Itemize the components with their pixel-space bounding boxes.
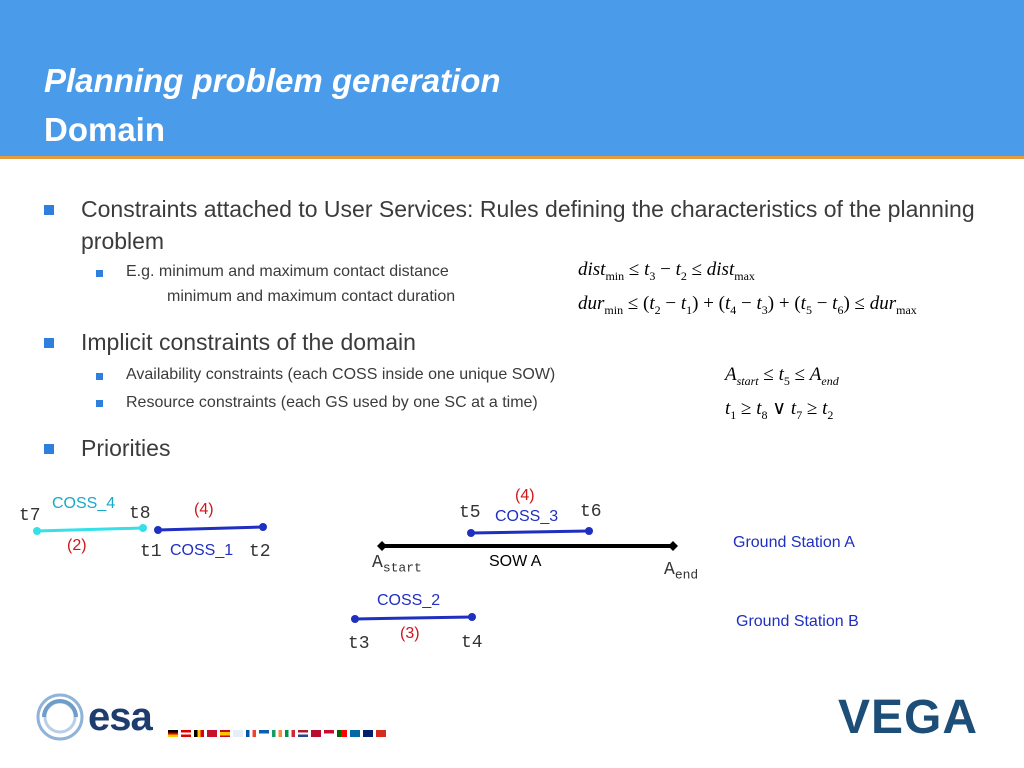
t7-label: t7 <box>19 506 41 526</box>
coss3-line <box>470 529 590 535</box>
coss2-start-point <box>351 615 359 623</box>
title-divider <box>0 156 1024 159</box>
sow-a-label: SOW A <box>489 553 542 570</box>
sub-bullet-resource: Resource constraints (each GS used by on… <box>126 394 538 411</box>
sub-bullet-marker <box>96 373 103 380</box>
coss4-start-point <box>33 527 41 535</box>
sub-bullet-availability: Availability constraints (each COSS insi… <box>126 366 556 383</box>
sub-bullet-contact-distance: E.g. minimum and maximum contact distanc… <box>126 263 449 280</box>
ground-station-a-label: Ground Station A <box>733 534 855 551</box>
priority-3: (3) <box>400 625 420 642</box>
coss4-label: COSS_4 <box>52 495 116 512</box>
coss1-label: COSS_1 <box>170 542 234 559</box>
a-start-label: Astart <box>372 553 422 576</box>
t4-label: t4 <box>461 633 483 653</box>
bullet-marker <box>44 205 54 215</box>
coss2-end-point <box>468 613 476 621</box>
coss1-start-point <box>154 526 162 534</box>
slide-title: Planning problem generation <box>44 62 501 99</box>
t2-label: t2 <box>249 542 271 562</box>
slide-subtitle: Domain <box>44 111 166 148</box>
esa-logo-icon <box>36 693 84 741</box>
priority-2: (2) <box>67 537 87 554</box>
coss1-end-point <box>259 523 267 531</box>
a-end-label: Aend <box>664 560 699 583</box>
title-banner <box>0 0 1024 158</box>
t6-label: t6 <box>580 502 602 522</box>
bullet-marker <box>44 338 54 348</box>
t1-label: t1 <box>140 542 162 562</box>
t3-label: t3 <box>348 634 370 654</box>
esa-wordmark: esa <box>88 695 153 739</box>
priority-4-right: (4) <box>515 487 535 504</box>
coss3-end-point <box>585 527 593 535</box>
formula-resource: t1 ≥ t8 ∨ t7 ≥ t2 <box>725 398 834 422</box>
priority-4-left: (4) <box>194 501 214 518</box>
coss3-label: COSS_3 <box>495 508 559 525</box>
coss3-start-point <box>467 529 475 537</box>
formula-duration: durmin ≤ (t2 − t1) + (t4 − t3) + (t5 − t… <box>578 293 917 317</box>
bullet-constraints-user-services: Constraints attached to User Services: R… <box>81 196 975 254</box>
coss4-end-point <box>139 524 147 532</box>
sub-bullet-marker <box>96 400 103 407</box>
formula-availability: Astart ≤ t5 ≤ Aend <box>725 364 839 388</box>
coss2-label: COSS_2 <box>377 592 441 609</box>
bullet-marker <box>44 444 54 454</box>
sow-a-start-marker <box>377 541 387 551</box>
coss2-line <box>354 615 473 621</box>
bullet-implicit-constraints: Implicit constraints of the domain <box>81 329 416 355</box>
t5-label: t5 <box>459 503 481 523</box>
sow-a-end-marker <box>668 541 678 551</box>
bullet-priorities: Priorities <box>81 435 171 461</box>
vega-logo: VEGA <box>838 691 979 744</box>
t8-label: t8 <box>129 504 151 524</box>
coss1-line <box>157 525 264 532</box>
member-state-flags <box>168 730 386 737</box>
formula-distance: distmin ≤ t3 − t2 ≤ distmax <box>578 259 755 283</box>
sub-bullet-marker <box>96 270 103 277</box>
ground-station-b-label: Ground Station B <box>736 613 859 630</box>
coss4-line <box>36 526 144 533</box>
sub-bullet-contact-duration: minimum and maximum contact duration <box>167 288 456 305</box>
